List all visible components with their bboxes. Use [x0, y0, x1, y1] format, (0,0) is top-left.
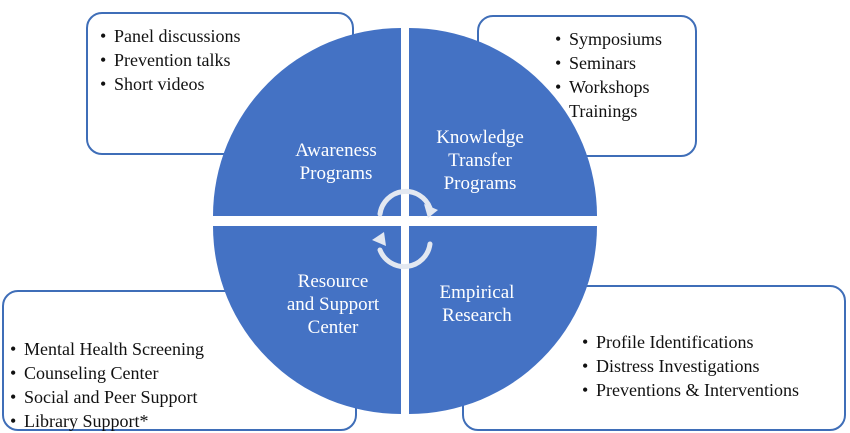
list-item: Distress Investigations: [582, 354, 844, 378]
awareness-programs-label: Awareness Programs: [256, 139, 416, 185]
label-line: Awareness: [295, 140, 377, 161]
knowledge-transfer-activities-list: Symposiums Seminars Workshops Trainings: [555, 27, 695, 123]
arrow-bottom-arc: [377, 241, 433, 270]
empirical-research-label: Empirical Research: [397, 281, 557, 327]
label-line: Research: [442, 305, 512, 326]
list-item: Profile Identifications: [582, 330, 844, 354]
list-item: Seminars: [555, 51, 695, 75]
label-line: Empirical: [439, 282, 515, 303]
label-line: Center: [307, 317, 359, 338]
label-line: Programs: [299, 163, 373, 184]
label-line: Knowledge: [436, 127, 524, 148]
arrowhead-bottom: [372, 232, 386, 246]
list-item: Trainings: [555, 99, 695, 123]
awareness-activities-list: Panel discussions Prevention talks Short…: [100, 24, 352, 96]
label-line: and Support: [286, 294, 380, 315]
list-item: Preventions & Interventions: [582, 378, 844, 402]
quadrant-awareness: [213, 28, 401, 216]
label-line: Transfer: [448, 150, 512, 171]
circular-arrows-icon: [372, 188, 438, 270]
list-item: Panel discussions: [100, 24, 352, 48]
label-line: Programs: [443, 173, 517, 194]
knowledge-transfer-programs-label: Knowledge Transfer Programs: [400, 126, 560, 195]
list-item: Mental Health Screening: [10, 337, 355, 361]
list-item: Prevention talks: [100, 48, 352, 72]
resource-support-activities-list: Mental Health Screening Counseling Cente…: [10, 337, 355, 433]
quadrant-resource-support: [213, 226, 401, 414]
list-item: Social and Peer Support: [10, 385, 355, 409]
arrowhead-top: [424, 204, 438, 218]
list-item: Library Support*: [10, 409, 355, 433]
quadrant-empirical-research: [409, 226, 597, 414]
list-item: Symposiums: [555, 27, 695, 51]
resource-support-center-label: Resource and Support Center: [253, 270, 413, 339]
label-line: Resource: [297, 271, 369, 292]
list-item: Workshops: [555, 75, 695, 99]
list-item: Short videos: [100, 72, 352, 96]
empirical-research-activities-list: Profile Identifications Distress Investi…: [582, 330, 844, 402]
list-item: Counseling Center: [10, 361, 355, 385]
quadrant-knowledge-transfer: [409, 28, 597, 216]
arrow-top-arc: [377, 188, 433, 217]
